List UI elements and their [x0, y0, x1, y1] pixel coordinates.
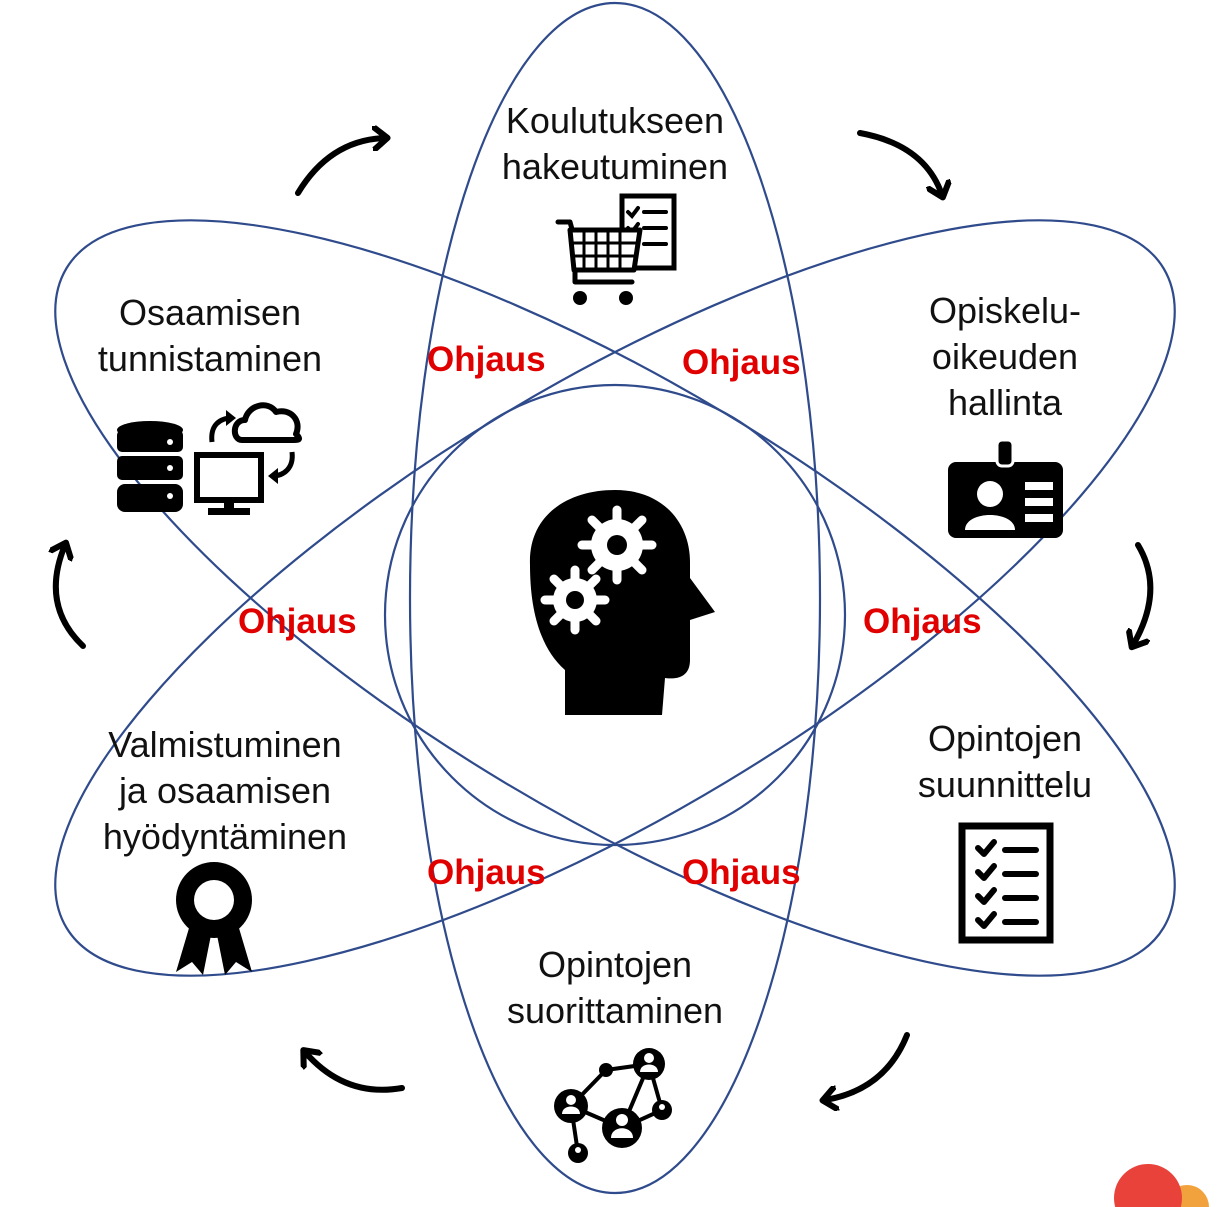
- center-circle: [383, 383, 847, 847]
- head-gears-icon: [529, 490, 715, 715]
- orbit-vertical: [408, 1, 822, 1195]
- checklist-icon: [958, 822, 1054, 944]
- guidance-label-bottom-left: Ohjaus: [427, 853, 546, 892]
- cycle-arrow-top-right: [857, 130, 942, 195]
- cycle-arrow-right: [1133, 542, 1154, 645]
- people-network-icon: [554, 1048, 672, 1163]
- guidance-label-right: Ohjaus: [863, 602, 982, 641]
- guidance-label-bottom-right: Ohjaus: [682, 853, 801, 892]
- database-cloud-sync-icon: [117, 402, 303, 515]
- logo-fragment: [1114, 1164, 1209, 1207]
- cycle-arrow-bottom-right: [825, 1032, 910, 1100]
- award-ribbon-icon: [176, 862, 252, 975]
- guidance-label-top-left: Ohjaus: [427, 340, 546, 379]
- cycle-arrow-top-left: [295, 138, 385, 196]
- cycle-arrow-bottom-left: [305, 1052, 405, 1093]
- cycle-arrow-left: [56, 545, 86, 649]
- shopping-cart-checklist-icon: [555, 193, 677, 305]
- guidance-label-left: Ohjaus: [238, 602, 357, 641]
- id-badge-icon: [948, 438, 1063, 538]
- guidance-label-top-right: Ohjaus: [682, 343, 801, 382]
